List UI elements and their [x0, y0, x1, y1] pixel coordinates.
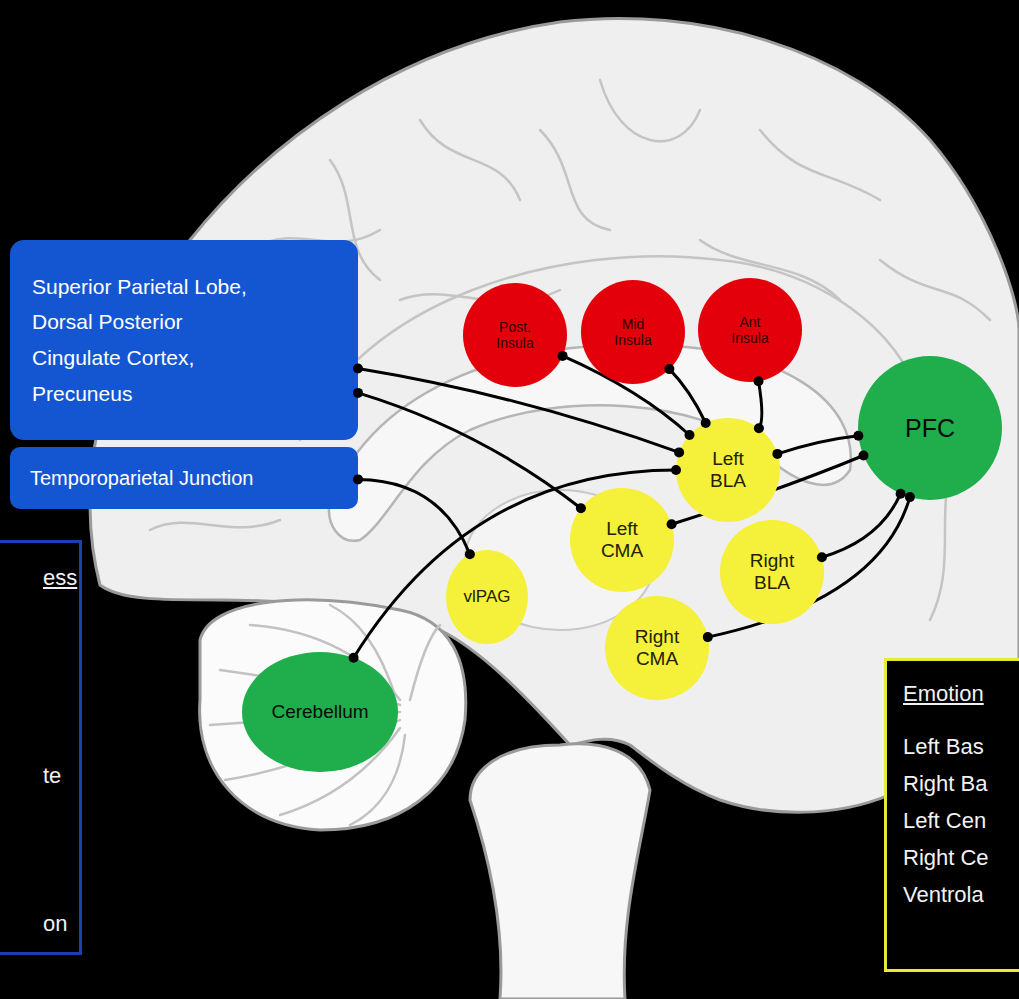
node-label: vlPAG: [464, 587, 511, 607]
key-heading: ess: [43, 565, 77, 591]
node-label: Left BLA: [697, 448, 759, 492]
key-box: EmotionLeft BasRight BaLeft CenRight CeV…: [884, 658, 1019, 972]
node-label: Ventrola: [903, 876, 1019, 913]
node-label: Superior Parietal Lobe, Dorsal Posterior…: [32, 269, 264, 412]
emotion-circle: Right BLA: [720, 520, 824, 624]
regulation-circle: PFC: [858, 356, 1002, 500]
cerebellum-folia: [210, 605, 440, 825]
node-label: Temporoparietal Junction: [30, 466, 348, 490]
insula-circle: Post. Insula: [463, 283, 567, 387]
key-heading: Emotion: [903, 675, 1019, 712]
node-label: Cerebellum: [271, 701, 368, 723]
node-label: Right Ce: [903, 839, 1019, 876]
node-label: Right BLA: [741, 550, 803, 594]
emotion-circle: Right CMA: [605, 596, 709, 700]
node-label: PFC: [905, 414, 955, 443]
region-box: Temporoparietal Junction: [10, 447, 358, 509]
node-label: on: [43, 911, 67, 937]
node-label: Right CMA: [626, 626, 688, 670]
connector: [822, 494, 901, 558]
regulation-circle: Cerebellum: [242, 652, 398, 772]
node-label: Left CMA: [591, 518, 653, 562]
cerebellum-shape: [200, 600, 466, 830]
node-label: Ant Insula: [724, 314, 776, 346]
insula-circle: Ant Insula: [698, 278, 802, 382]
region-box: Superior Parietal Lobe, Dorsal Posterior…: [10, 240, 358, 440]
insula-circle: Mid Insula: [581, 280, 685, 384]
node-label: Right Ba: [903, 765, 1019, 802]
node-label: Left Bas: [903, 728, 1019, 765]
connector: [669, 369, 705, 423]
emotion-circle: vlPAG: [446, 550, 528, 644]
node-label: Left Cen: [903, 802, 1019, 839]
brainstem: [470, 744, 650, 999]
emotion-circle: Left BLA: [676, 418, 780, 522]
node-label: te: [43, 763, 61, 789]
key-box: ess te on: [0, 540, 82, 955]
connector: [777, 436, 858, 454]
connector: [759, 381, 762, 428]
node-label: Mid Insula: [607, 316, 659, 348]
emotion-circle: Left CMA: [570, 488, 674, 592]
node-label: Post. Insula: [489, 319, 541, 351]
